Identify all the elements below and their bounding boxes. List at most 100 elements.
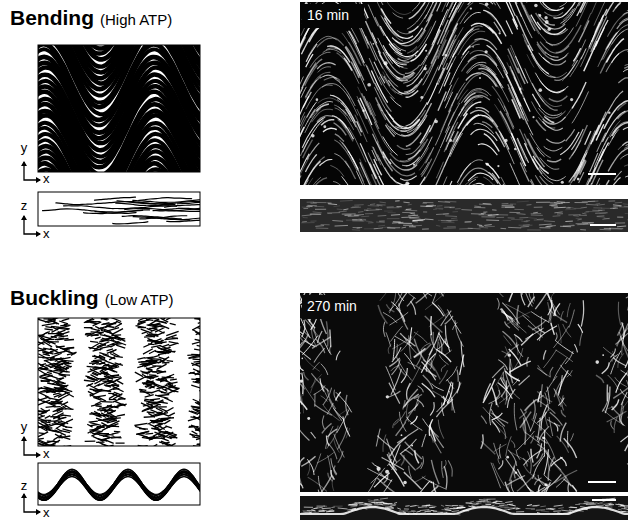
filament (628, 371, 629, 389)
filament (188, 426, 194, 428)
filament (410, 213, 415, 215)
filament (379, 221, 385, 222)
filament (523, 224, 530, 226)
filament (153, 406, 167, 407)
filament (102, 401, 113, 403)
filament (337, 209, 343, 211)
filament (604, 101, 628, 129)
filament (39, 369, 46, 370)
filament (544, 220, 555, 222)
filament (569, 154, 585, 182)
filament (38, 398, 47, 401)
filament (151, 345, 161, 347)
filament (618, 78, 628, 83)
filament (323, 49, 342, 53)
filament (61, 431, 70, 433)
filament (50, 341, 59, 342)
filament (48, 318, 59, 322)
filament (404, 353, 415, 369)
filament (568, 214, 580, 215)
filament (618, 302, 620, 325)
filament (354, 204, 363, 206)
filament (302, 59, 322, 88)
filament (38, 473, 200, 499)
arrow-head (36, 509, 41, 515)
filament (117, 342, 126, 345)
filament (302, 214, 312, 216)
bright-spot (316, 98, 319, 101)
filament (99, 435, 109, 437)
filament (425, 147, 433, 163)
filament (423, 211, 427, 212)
filament (169, 343, 178, 346)
filament (194, 349, 200, 351)
filament (97, 342, 110, 347)
filament (162, 442, 170, 444)
filament (106, 425, 119, 427)
filament (197, 345, 200, 347)
filament (197, 443, 200, 445)
filament (310, 220, 316, 221)
filament (470, 129, 497, 141)
filament (190, 417, 199, 418)
filament (408, 215, 418, 217)
filament (150, 390, 160, 393)
filament (517, 213, 526, 215)
filament (544, 116, 554, 122)
filament (628, 219, 629, 221)
filament (85, 440, 96, 442)
filament (377, 204, 386, 205)
filament (90, 341, 98, 342)
bright-spot (534, 4, 538, 8)
filament (55, 400, 61, 403)
filament (614, 171, 622, 180)
filament (147, 328, 153, 330)
filament (444, 183, 458, 185)
filament (55, 434, 63, 438)
filament (158, 352, 170, 354)
filament (90, 321, 100, 323)
filament (44, 329, 52, 330)
filament (192, 363, 200, 365)
schematic-frame (38, 192, 200, 226)
filament (479, 225, 484, 227)
filament (99, 407, 112, 409)
filament (142, 407, 153, 411)
filament (554, 60, 577, 80)
filament (447, 226, 456, 227)
filament (528, 45, 549, 74)
filament (303, 217, 308, 218)
filament (379, 60, 398, 87)
filament (408, 204, 412, 206)
filament (586, 184, 600, 185)
filament (615, 222, 625, 223)
filament (466, 73, 497, 87)
filament (510, 203, 516, 204)
filament (559, 2, 577, 7)
filament (306, 44, 317, 62)
filament (146, 403, 153, 406)
filament (443, 227, 456, 228)
filament (596, 118, 604, 134)
filament (95, 395, 106, 397)
filament (508, 227, 521, 229)
filament (537, 42, 546, 54)
filament (377, 436, 394, 451)
filament (390, 97, 401, 107)
filament (311, 213, 321, 214)
filament (88, 347, 100, 349)
filament (468, 55, 497, 66)
filament (536, 202, 550, 203)
filament (95, 401, 102, 405)
filament (41, 380, 50, 381)
filament (613, 204, 622, 206)
filament (508, 84, 524, 120)
filament (422, 228, 429, 229)
filament (471, 213, 484, 214)
filament (380, 293, 393, 301)
filament (492, 366, 504, 378)
filament (494, 184, 510, 185)
filament (64, 324, 71, 325)
filament (116, 345, 125, 348)
scale-bar (588, 173, 616, 175)
